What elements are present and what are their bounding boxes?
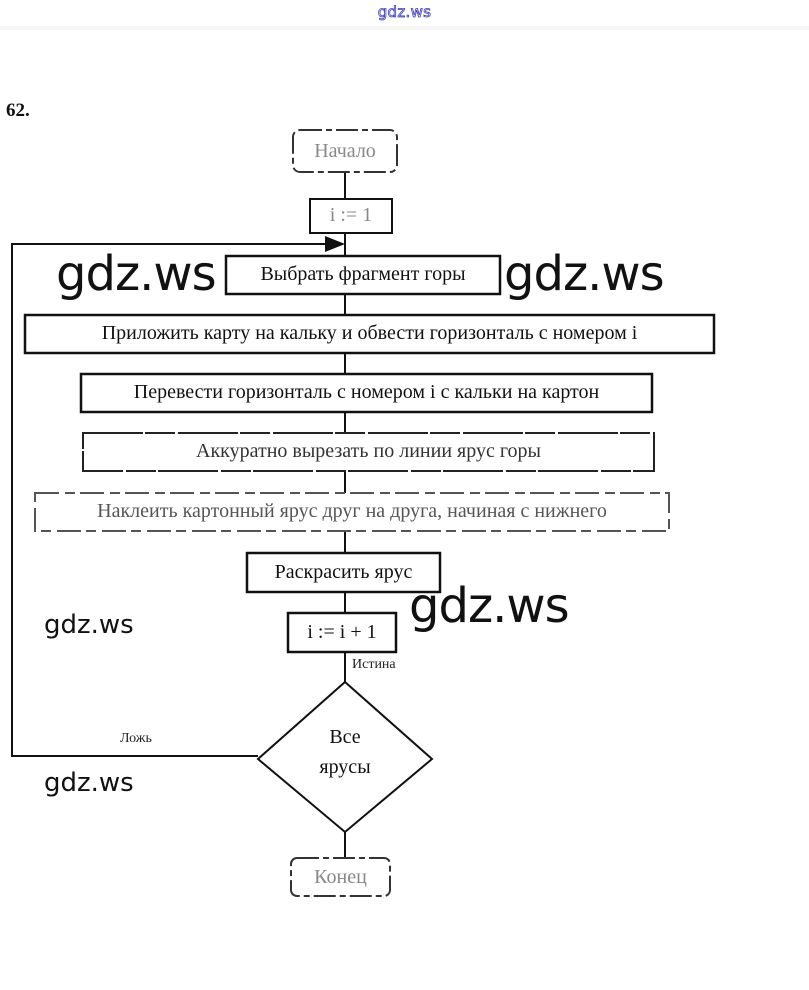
step6-label: Раскрасить ярус (274, 561, 413, 583)
condition-label-line2: ярусы (319, 756, 371, 778)
init-label: i := 1 (329, 204, 373, 226)
start-node (292, 129, 398, 173)
false-branch-label: Ложь (120, 731, 152, 746)
increment-label: i := i + 1 (307, 621, 377, 643)
condition-label-line1: Все (329, 726, 361, 748)
step5-node (34, 492, 670, 532)
site-logo[interactable]: gdz.ws (377, 3, 432, 22)
start-label: Начало (314, 140, 376, 162)
step1-node (224, 254, 502, 296)
top-bar (0, 0, 809, 26)
step2-label: Приложить карту на кальку и обвести гори… (101, 322, 638, 344)
task-number: 62. (6, 100, 30, 121)
watermark: gdz.ws (44, 610, 134, 640)
increment-node (286, 611, 398, 654)
true-branch-label: Истина (352, 657, 396, 672)
step4-node (82, 432, 655, 472)
watermark: gdz.ws (504, 246, 665, 302)
step3-node (79, 372, 654, 414)
end-node (290, 857, 391, 897)
init-node (309, 198, 393, 234)
loop-back-connector (11, 236, 345, 757)
condition-node (256, 680, 434, 834)
step3-label: Перевести горизонталь с номером i с каль… (133, 381, 600, 403)
step1-label: Выбрать фрагмент горы (260, 263, 466, 285)
watermark: gdz.ws (44, 768, 134, 798)
step2-node (23, 313, 716, 355)
top-divider (0, 26, 809, 30)
watermark: gdz.ws (56, 246, 217, 302)
step6-node (245, 551, 442, 594)
watermark: gdz.ws (409, 578, 570, 634)
end-label: Конец (314, 866, 367, 888)
step4-label: Аккуратно вырезать по линии ярус горы (196, 440, 541, 462)
step5-label: Наклеить картонный ярус друг на друга, н… (97, 500, 607, 522)
